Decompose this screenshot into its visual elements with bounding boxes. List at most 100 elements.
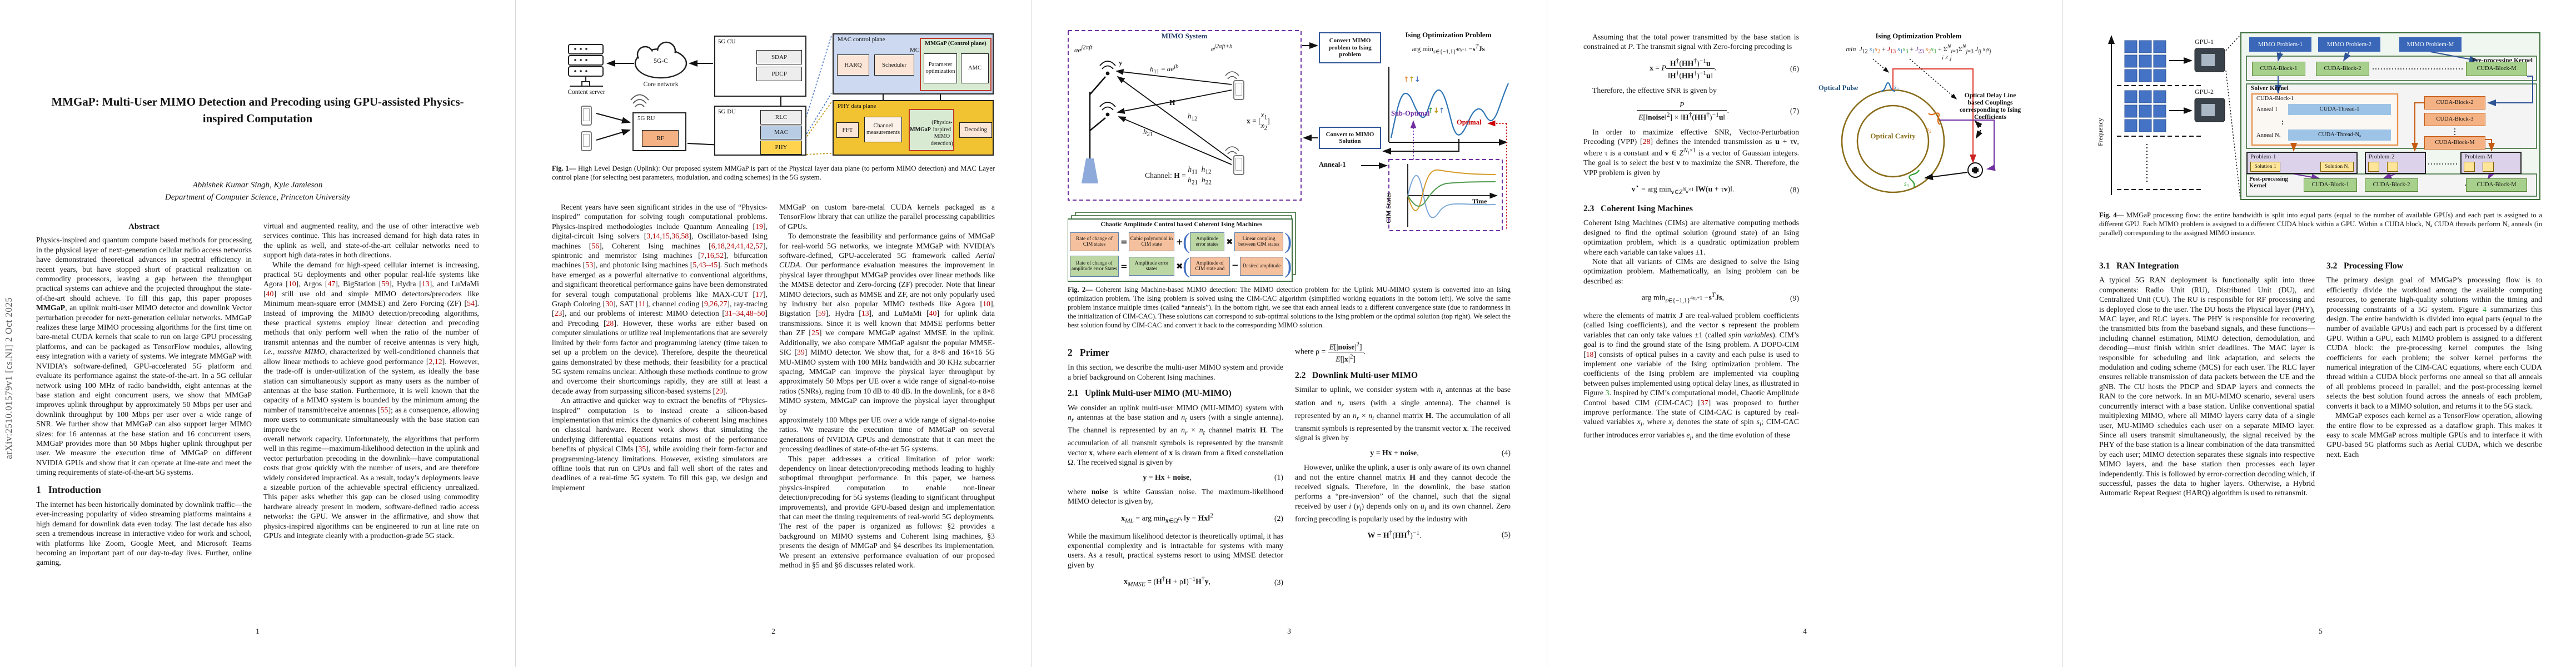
rf-box: RF xyxy=(642,130,679,147)
page-1: arXiv:2510.01579v1 [cs.NI] 2 Oct 2025 MM… xyxy=(0,0,515,667)
gpu2-label: GPU-2 xyxy=(2195,88,2214,96)
decoding-box: Decoding xyxy=(959,122,992,138)
paragraph: Therefore, the effective SNR is given by xyxy=(1592,86,1717,94)
cac-cubic: Cubic polynomial in CIM state xyxy=(1129,232,1174,251)
fig3-inequality: i ≠ j xyxy=(1942,54,1952,61)
convert-to-ising-box: Convert MIMO problem to Ising problem xyxy=(1319,32,1381,63)
anneal-1-label: Anneal 1 xyxy=(2256,107,2278,113)
solver-cuda-block-2: CUDA-Block-2 xyxy=(2424,96,2485,109)
minus-op: − xyxy=(1232,260,1239,270)
paragraph: Coherent Ising Machines (CIMs) are alter… xyxy=(1583,218,1799,256)
cac-rate-error: Rate of change of amplitude error States xyxy=(1070,256,1119,277)
cac-desired-amp: Desired amplitude xyxy=(1240,257,1283,276)
s3-label: s₃ xyxy=(1904,180,1909,187)
author-affiliation: Department of Computer Science, Princeto… xyxy=(165,193,351,202)
optical-pulse-label: Optical Pulse xyxy=(1818,84,1858,92)
section-heading: 2.1 Uplink Multi-user MIMO (MU-MIMO) xyxy=(1068,389,1232,399)
section-heading: 3.1 RAN Integration xyxy=(2099,261,2179,271)
paragraph: Assuming that the total power transmitte… xyxy=(1583,33,1799,51)
paragraph: MMGaP on custom bare-metal CUDA kernels … xyxy=(779,203,995,231)
cuda-thread-na-bar: CUDA-Thread-Nₐ xyxy=(2288,130,2391,141)
cac-amp-error: Amplitude error states xyxy=(1190,232,1224,251)
paragraph: Abstract xyxy=(128,222,160,231)
paragraph: We consider an uplink multi-user MIMO (M… xyxy=(1068,403,1283,467)
plus-op: + xyxy=(1176,237,1183,247)
paragraph: However, unlike the uplink, a user is on… xyxy=(1295,463,1511,523)
paragraph: In order to maximize effective SNR, Vect… xyxy=(1583,127,1799,177)
ising-problem-title: Ising Optimization Problem xyxy=(1405,31,1492,39)
page-4: Assuming that the total power transmitte… xyxy=(1547,0,2062,667)
figure-1-caption: Fig. 1— High Level Design (Uplink): Our … xyxy=(552,165,995,181)
pre-cuda-block-1: CUDA-Block-1 xyxy=(2252,62,2305,76)
solver-kernel-label: Solver Kernel xyxy=(2251,85,2289,92)
s1-label: s₁ xyxy=(1894,83,1899,91)
figure-4: Frequency GPU-1 GPU-2 MIMO Problem-1 MIM… xyxy=(2096,31,2542,204)
paragraph: MMGaP exposes each kernel as a TensorFlo… xyxy=(2326,411,2542,459)
paragraph: where the elements of matrix J are real-… xyxy=(1583,311,1799,441)
solution-box xyxy=(2387,162,2398,172)
spin-arrows: ↑↑↓ xyxy=(1403,76,1421,84)
paper-authors: Abhishek Kumar Singh, Kyle Jamieson Depa… xyxy=(36,179,479,203)
paragraph: An attractive and quicker way to extract… xyxy=(552,396,768,492)
cuda-thread-1-bar: CUDA-Thread-1 xyxy=(2288,104,2391,115)
mimo-problem-2: MIMO Problem-2 xyxy=(2318,37,2380,52)
figure-2: MIMO System aej2πft y h11 = aejb H h12 h… xyxy=(1068,28,1511,282)
core-network-label: Core network xyxy=(643,81,679,88)
h11-label: h11 = aejb xyxy=(1150,63,1179,75)
sub-optimal-label: Sub-Optimal xyxy=(1391,109,1430,117)
post-cuda-block-m: CUDA-Block-M xyxy=(2466,178,2527,192)
page2-left-column: Recent years have seen significant strid… xyxy=(552,202,768,631)
page-2: Content server 5G-C Core network 5G CU S… xyxy=(515,0,1031,667)
anneal-na-label: Anneal Nₐ xyxy=(2256,132,2281,138)
figure-1-lines xyxy=(568,35,959,155)
optimal-label: Optimal xyxy=(1457,118,1482,126)
page4-right-column: Ising Optimization Problem min J12 s1s2 … xyxy=(1811,32,2026,631)
phone-icon xyxy=(1233,155,1244,175)
section-heading: 1 Introduction xyxy=(36,484,101,495)
fig3-title: Ising Optimization Problem xyxy=(1875,32,1962,40)
paragraph: This paper addresses a critical limitati… xyxy=(779,454,995,570)
convert-to-mimo-box: Convert to MIMO Solution xyxy=(1319,127,1381,149)
page3-right-column: where ρ = E[|noise|2]E[|x|2].2.2 Downlin… xyxy=(1295,340,1511,632)
H-label: H xyxy=(1169,98,1175,107)
pdcp-box: PDCP xyxy=(756,67,802,81)
cac-linear-coupling: Linear coupling between CIM states xyxy=(1234,232,1283,251)
page-number: 1 xyxy=(256,627,260,635)
page-3: MIMO System aej2πft y h11 = aejb H h12 h… xyxy=(1031,0,1547,667)
page1-right-column: virtual and augmented reality, and the u… xyxy=(263,221,479,634)
frequency-axis-label: Frequency xyxy=(2096,118,2104,146)
fig3-equation: min J12 s1s2 + J13 s1s3 + J23 s2s3 + ΣNi… xyxy=(1846,44,1991,55)
solver-cuda-block-1-label: CUDA-Block-1 xyxy=(2256,96,2294,102)
paragraph: In this section, we describe the multi-u… xyxy=(1068,363,1283,381)
page5-left-column: 3.1 RAN Integration A typical 5G RAN depl… xyxy=(2099,255,2315,631)
paragraph: A typical 5G RAN deployment is functiona… xyxy=(2099,276,2315,497)
phone-icon xyxy=(1233,80,1244,100)
equation: xML = arg minx∈Ωnt ‖y − Hx‖2(2) xyxy=(1121,512,1283,525)
paper-title: MMGaP: Multi-User MIMO Detection and Pre… xyxy=(51,95,464,125)
paragraph: While the demand for high-speed cellular… xyxy=(263,260,479,434)
time-axis-label: Time xyxy=(1472,197,1487,205)
rlc-box: RLC xyxy=(760,110,802,125)
s2-label: s₂ xyxy=(1926,125,1931,133)
paragraph: To demonstrate the feasibility and perfo… xyxy=(779,232,995,415)
paragraph: Physics-inspired and quantum compute bas… xyxy=(36,236,252,477)
author-names: Abhishek Kumar Singh, Kyle Jamieson xyxy=(192,181,323,190)
page-number: 2 xyxy=(771,627,775,635)
paragraph: where noise is white Gaussian noise. The… xyxy=(1068,487,1283,506)
channel-measurements-box: Channel measurements xyxy=(864,117,902,142)
page-number: 5 xyxy=(2319,627,2323,635)
paragraph: While the maximum likelihood detector is… xyxy=(1068,531,1283,569)
solution-box xyxy=(2464,162,2475,172)
phone-icon xyxy=(581,131,592,151)
open-brace: ( xyxy=(1183,228,1190,253)
paragraph: Similar to uplink, we consider system wi… xyxy=(1295,385,1511,442)
mcs-label: MCS xyxy=(910,47,923,53)
figure-3: Ising Optimization Problem min J12 s1s2 … xyxy=(1811,32,2026,224)
paragraph: virtual and augmented reality, and the u… xyxy=(263,222,479,260)
h12-label: h12 xyxy=(1188,112,1198,122)
fft-box: FFT xyxy=(836,122,859,138)
page-5: Frequency GPU-1 GPU-2 MIMO Problem-1 MIM… xyxy=(2062,0,2576,667)
